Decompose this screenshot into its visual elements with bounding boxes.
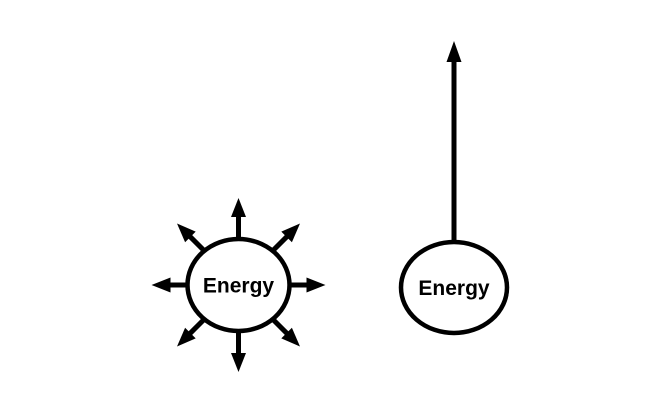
- energy-label-left: Energy: [203, 275, 275, 298]
- energy-radiating-diagram: Energy: [151, 198, 326, 372]
- arrow-up: [446, 41, 462, 250]
- energy-circle-right: [398, 239, 510, 336]
- energy-circle-left: [185, 236, 292, 334]
- arrow-head: [281, 223, 300, 243]
- arrow-head: [177, 223, 196, 243]
- energy-directed-diagram: Energy: [398, 41, 510, 336]
- energy-label-right: Energy: [418, 277, 490, 300]
- arrow-head: [231, 353, 246, 372]
- arrow-head: [151, 277, 171, 293]
- arrow-head: [177, 327, 196, 347]
- arrow-head: [446, 41, 462, 62]
- upward-arrow-group: [446, 41, 462, 250]
- arrow-head: [231, 198, 246, 217]
- arrow-head: [281, 327, 300, 347]
- arrow-head: [306, 277, 326, 293]
